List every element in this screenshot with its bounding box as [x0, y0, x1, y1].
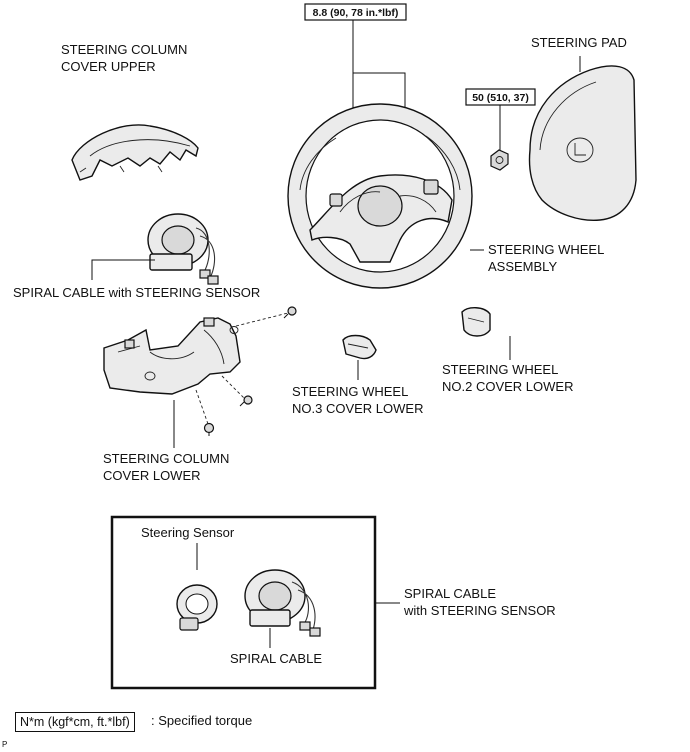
label-no2-cover-line1: STEERING WHEEL	[442, 362, 558, 377]
label-steering-sensor: Steering Sensor	[141, 525, 235, 540]
torque-value-nut: 50 (510, 37)	[472, 92, 529, 104]
label-cover-lower-line2: COVER LOWER	[103, 468, 201, 483]
spiral-cable-part-upper	[147, 213, 219, 285]
label-spiral-cable: SPIRAL CABLE	[230, 651, 322, 666]
steering-pad-part	[528, 56, 637, 222]
steering-wheel-assembly-part	[287, 103, 473, 289]
screw-lower-right	[239, 395, 253, 407]
label-steering-pad: STEERING PAD	[531, 35, 627, 50]
legend-unit-box: N*m (kgf*cm, ft.*lbf)	[15, 712, 135, 732]
label-no2-cover-line2: NO.2 COVER LOWER	[442, 379, 573, 394]
legend-description: : Specified torque	[151, 713, 253, 728]
screw-upper-right	[283, 306, 297, 319]
screw-bottom	[203, 422, 215, 436]
steering-wheel-no3-cover-lower-part	[342, 334, 377, 360]
label-no3-cover-line2: NO.3 COVER LOWER	[292, 401, 423, 416]
label-cover-lower-line1: STEERING COLUMN	[103, 451, 229, 466]
label-wheel-assembly-line2: ASSEMBLY	[488, 259, 557, 274]
label-cover-upper-line1: STEERING COLUMN	[61, 42, 187, 57]
steering-wheel-no2-cover-lower-part	[461, 307, 491, 337]
label-no3-cover-line1: STEERING WHEEL	[292, 384, 408, 399]
steering-column-cover-upper-part	[71, 124, 199, 181]
torque-callout-nut: 50 (510, 37)	[465, 88, 536, 171]
steering-sensor-part	[176, 584, 218, 631]
label-cover-upper-line2: COVER UPPER	[61, 59, 156, 74]
corner-mark: P	[2, 740, 8, 749]
steering-column-cover-lower-part	[103, 317, 241, 395]
label-wheel-assembly-line1: STEERING WHEEL	[488, 242, 604, 257]
spiral-cable-part-detail	[244, 569, 321, 637]
torque-value-steering-wheel: 8.8 (90, 78 in.*lbf)	[313, 7, 399, 19]
label-box-line2: with STEERING SENSOR	[403, 603, 556, 618]
label-spiral-cable-with-sensor: SPIRAL CABLE with STEERING SENSOR	[13, 285, 260, 300]
label-box-line1: SPIRAL CABLE	[404, 586, 496, 601]
